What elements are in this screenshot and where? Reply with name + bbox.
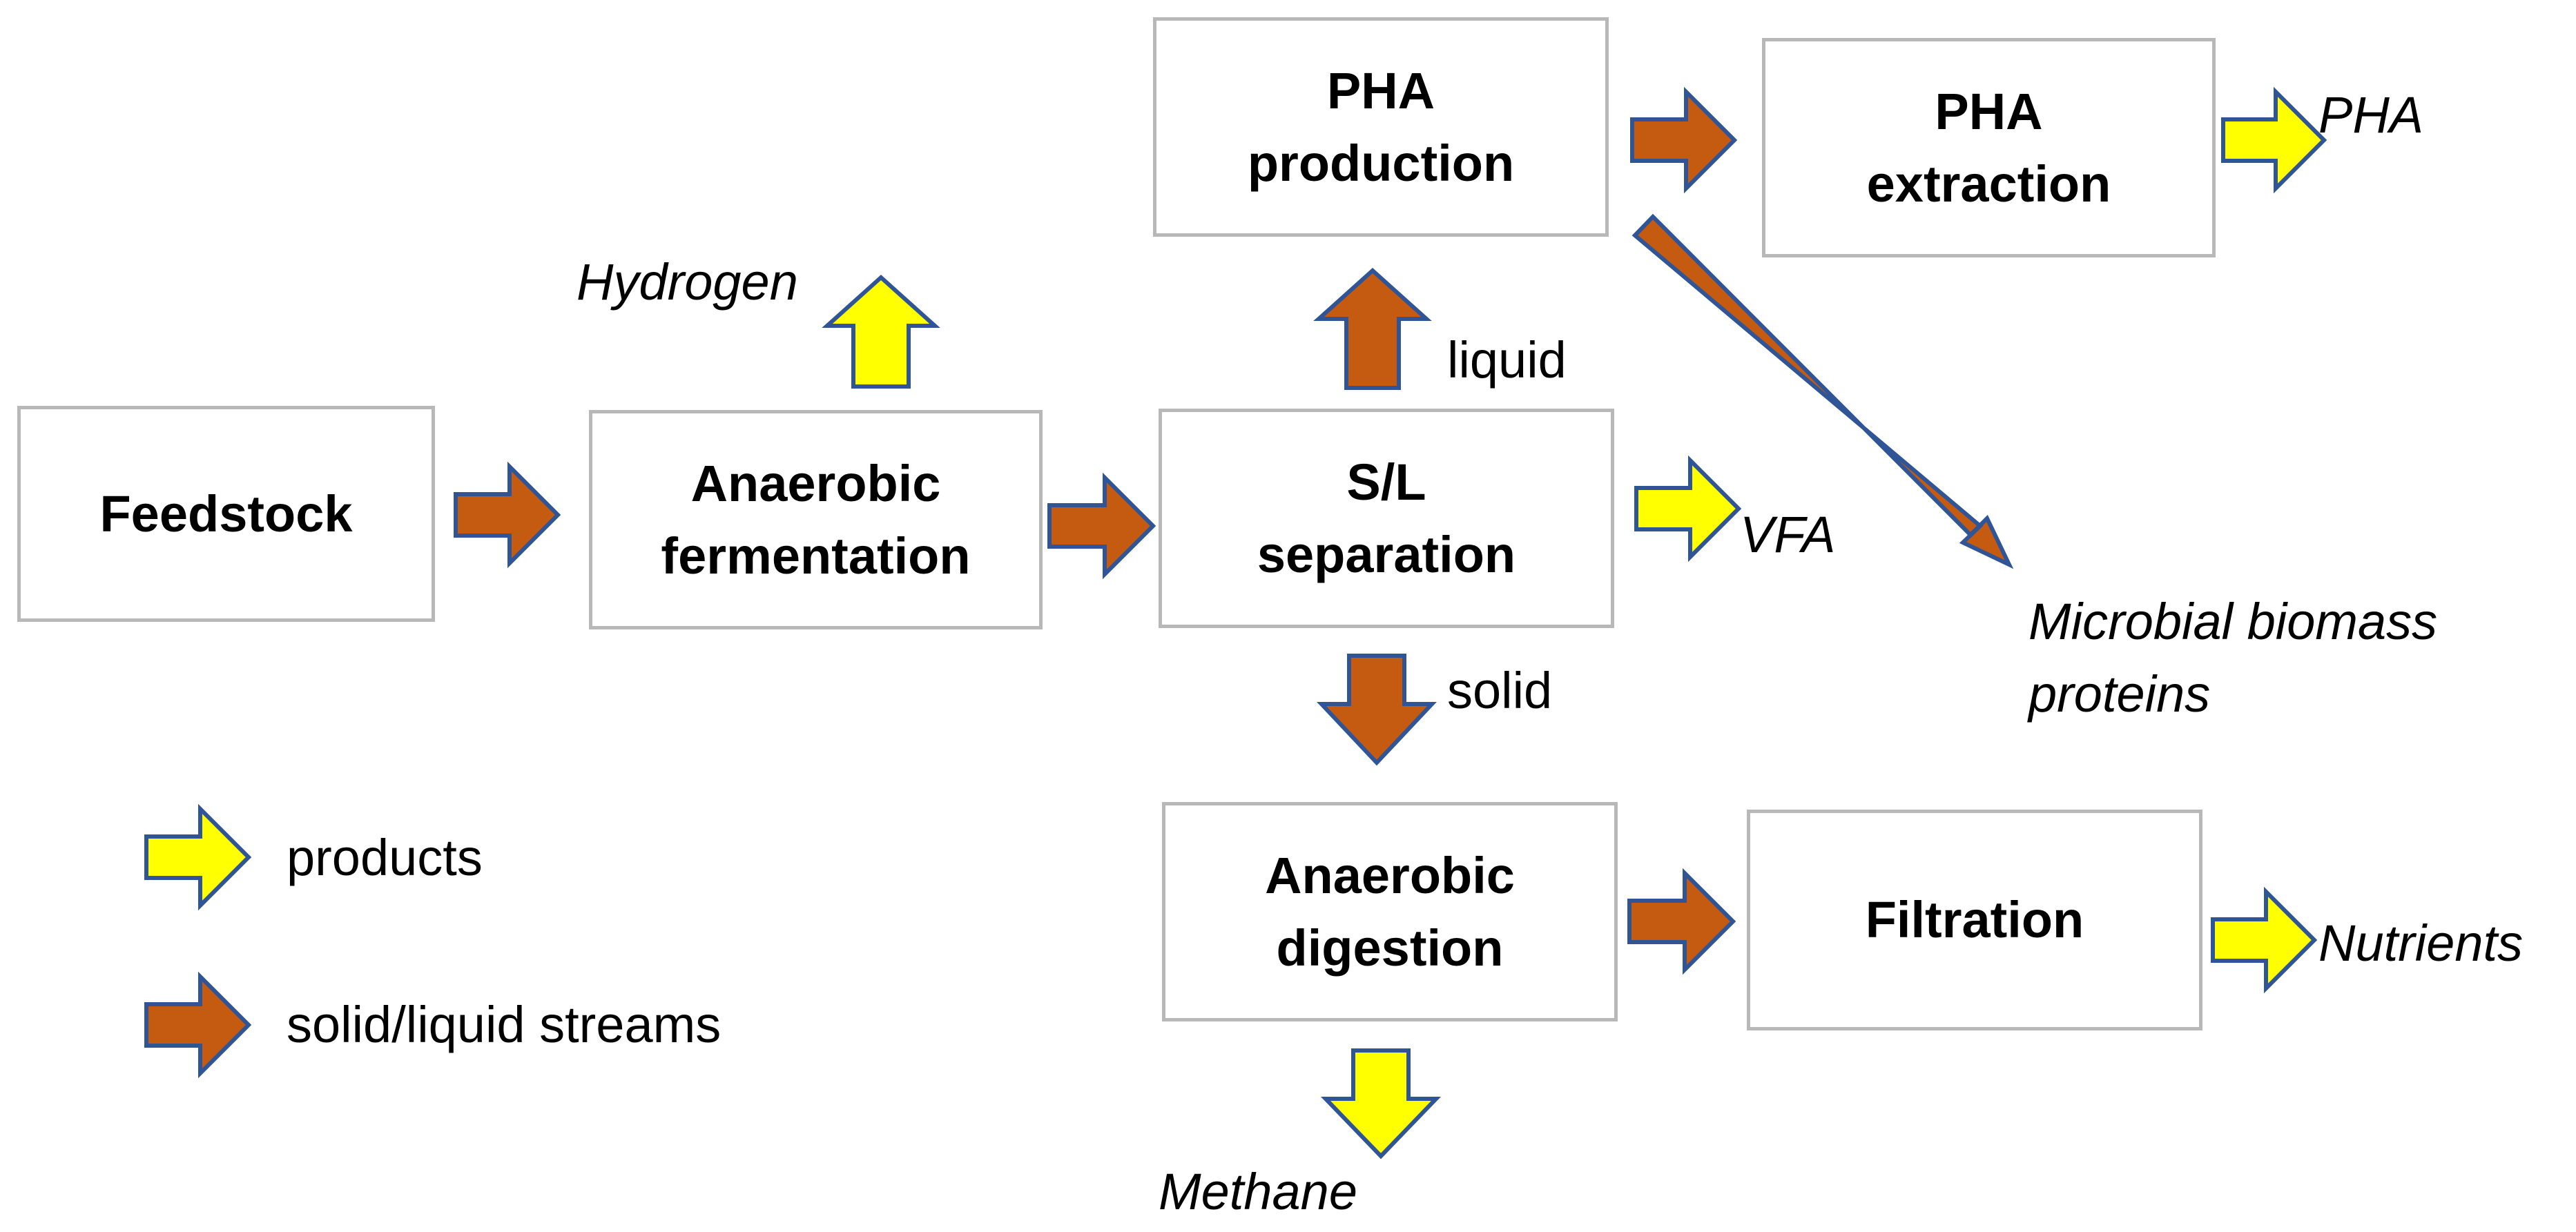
arrow-product-nutrients: [2211, 886, 2318, 994]
arrow-pha-production-to-biomass: [1631, 213, 2014, 569]
feedstock-box: Feedstock: [17, 406, 435, 622]
arrow-product-pha: [2221, 86, 2327, 194]
pha-production-box: PHA production: [1153, 17, 1609, 237]
anaerobic-fermentation-box: Anaerobic fermentation: [589, 410, 1043, 629]
vfa-label: VFA: [1740, 506, 1836, 563]
hydrogen-label: Hydrogen: [577, 253, 798, 311]
legend-streams-label: solid/liquid streams: [287, 996, 722, 1053]
nutrients-label: Nutrients: [2318, 915, 2524, 972]
arrow-pha-production-to-extraction: [1630, 86, 1738, 194]
arrow-separation-to-digestion: [1317, 654, 1437, 766]
methane-label: Methane: [1159, 1163, 1357, 1220]
arrow-separation-to-pha-production: [1313, 267, 1432, 390]
filtration-box: Filtration: [1747, 810, 2202, 1030]
liquid-label: liquid: [1447, 331, 1567, 389]
arrow-fermentation-to-separation: [1047, 472, 1156, 580]
arrow-product-hydrogen: [822, 274, 940, 389]
pha-product-label: PHA: [2318, 86, 2424, 144]
microbial-biomass-label: Microbial biomass proteins: [2028, 593, 2438, 723]
legend-product-arrow: [144, 803, 252, 911]
arrow-product-methane: [1320, 1048, 1442, 1160]
pha-extraction-box: PHA extraction: [1762, 38, 2216, 257]
legend-products-label: products: [287, 829, 483, 886]
arrow-product-vfa: [1634, 455, 1742, 563]
arrow-feedstock-to-fermentation: [454, 461, 561, 569]
arrow-digestion-to-filtration: [1627, 868, 1736, 975]
solid-label: solid: [1447, 662, 1553, 719]
sl-separation-box: S/L separation: [1159, 409, 1614, 628]
legend-stream-arrow: [144, 971, 252, 1079]
anaerobic-digestion-box: Anaerobic digestion: [1162, 802, 1618, 1021]
